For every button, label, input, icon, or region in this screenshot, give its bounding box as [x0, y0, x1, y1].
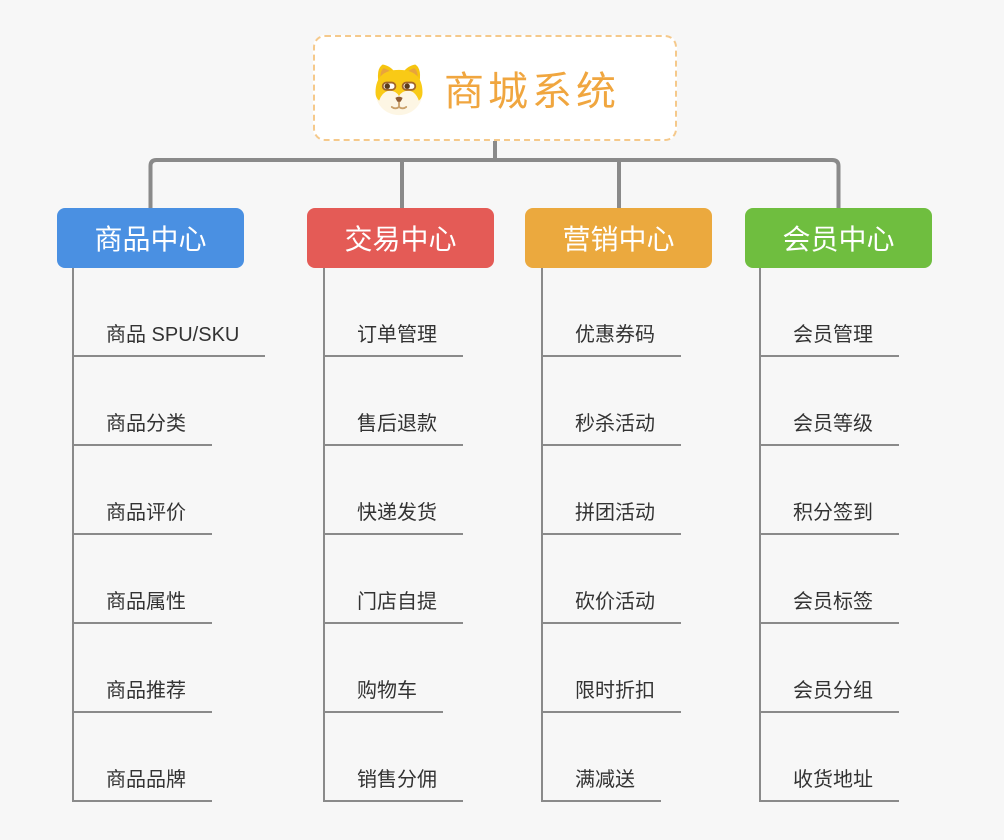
- subtopic-item: 会员管理: [759, 268, 994, 357]
- subtopic-item: 秒杀活动: [541, 357, 776, 446]
- subtopic-label[interactable]: 购物车: [323, 674, 443, 713]
- branch-header-marketing-center[interactable]: 营销中心: [525, 208, 712, 268]
- subtopic-label[interactable]: 商品评价: [72, 496, 212, 535]
- subtopic-item: 销售分佣: [323, 713, 558, 802]
- subtopic-item: 限时折扣: [541, 624, 776, 713]
- subtopic-item: 商品属性: [72, 535, 307, 624]
- subtopic-item: 商品推荐: [72, 624, 307, 713]
- subtopic-item: 会员分组: [759, 624, 994, 713]
- branch-spine: [72, 268, 74, 802]
- subtopic-label[interactable]: 会员管理: [759, 318, 899, 357]
- root-topic[interactable]: 商城系统: [313, 35, 677, 141]
- subtopic-label[interactable]: 满减送: [541, 763, 661, 802]
- branch-items-trade-center: 订单管理 售后退款 快递发货 门店自提 购物车 销售分佣: [323, 268, 558, 802]
- subtopic-label[interactable]: 售后退款: [323, 407, 463, 446]
- subtopic-label[interactable]: 会员等级: [759, 407, 899, 446]
- shiba-dog-icon: [375, 64, 423, 116]
- subtopic-item: 收货地址: [759, 713, 994, 802]
- subtopic-item: 积分签到: [759, 446, 994, 535]
- subtopic-item: 商品 SPU/SKU: [72, 268, 307, 357]
- subtopic-label[interactable]: 收货地址: [759, 763, 899, 802]
- branch-header-member-center[interactable]: 会员中心: [745, 208, 932, 268]
- subtopic-label[interactable]: 商品属性: [72, 585, 212, 624]
- subtopic-item: 满减送: [541, 713, 776, 802]
- subtopic-item: 商品分类: [72, 357, 307, 446]
- subtopic-label[interactable]: 商品推荐: [72, 674, 212, 713]
- subtopic-item: 商品评价: [72, 446, 307, 535]
- branch-header-label: 交易中心: [344, 224, 457, 255]
- branch-header-label: 商品中心: [94, 224, 207, 255]
- subtopic-item: 售后退款: [323, 357, 558, 446]
- branch-items-product-center: 商品 SPU/SKU 商品分类 商品评价 商品属性 商品推荐 商品品牌: [72, 268, 307, 802]
- subtopic-item: 购物车: [323, 624, 558, 713]
- subtopic-item: 优惠券码: [541, 268, 776, 357]
- subtopic-item: 会员等级: [759, 357, 994, 446]
- subtopic-item: 订单管理: [323, 268, 558, 357]
- subtopic-label[interactable]: 砍价活动: [541, 585, 681, 624]
- branch-spine: [541, 268, 543, 802]
- subtopic-label[interactable]: 快递发货: [323, 496, 463, 535]
- subtopic-label[interactable]: 商品分类: [72, 407, 212, 446]
- branch-items-marketing-center: 优惠券码 秒杀活动 拼团活动 砍价活动 限时折扣 满减送: [541, 268, 776, 802]
- subtopic-label[interactable]: 门店自提: [323, 585, 463, 624]
- subtopic-item: 快递发货: [323, 446, 558, 535]
- branch-spine: [323, 268, 325, 802]
- branch-header-label: 会员中心: [782, 224, 895, 255]
- subtopic-label[interactable]: 会员标签: [759, 585, 899, 624]
- subtopic-item: 砍价活动: [541, 535, 776, 624]
- subtopic-label[interactable]: 限时折扣: [541, 674, 681, 713]
- subtopic-label[interactable]: 拼团活动: [541, 496, 681, 535]
- subtopic-label[interactable]: 积分签到: [759, 496, 899, 535]
- subtopic-label[interactable]: 商品品牌: [72, 763, 212, 802]
- subtopic-item: 商品品牌: [72, 713, 307, 802]
- root-topic-title: 商城系统: [444, 70, 620, 114]
- subtopic-label[interactable]: 秒杀活动: [541, 407, 681, 446]
- subtopic-item: 会员标签: [759, 535, 994, 624]
- branch-header-label: 营销中心: [562, 224, 675, 255]
- branch-header-trade-center[interactable]: 交易中心: [307, 208, 494, 268]
- subtopic-label[interactable]: 销售分佣: [323, 763, 463, 802]
- branch-items-member-center: 会员管理 会员等级 积分签到 会员标签 会员分组 收货地址: [759, 268, 994, 802]
- branch-header-product-center[interactable]: 商品中心: [57, 208, 244, 268]
- branch-spine: [759, 268, 761, 802]
- subtopic-label[interactable]: 订单管理: [323, 318, 463, 357]
- subtopic-label[interactable]: 优惠券码: [541, 318, 681, 357]
- subtopic-item: 拼团活动: [541, 446, 776, 535]
- subtopic-item: 门店自提: [323, 535, 558, 624]
- subtopic-label[interactable]: 会员分组: [759, 674, 899, 713]
- subtopic-label[interactable]: 商品 SPU/SKU: [72, 318, 266, 357]
